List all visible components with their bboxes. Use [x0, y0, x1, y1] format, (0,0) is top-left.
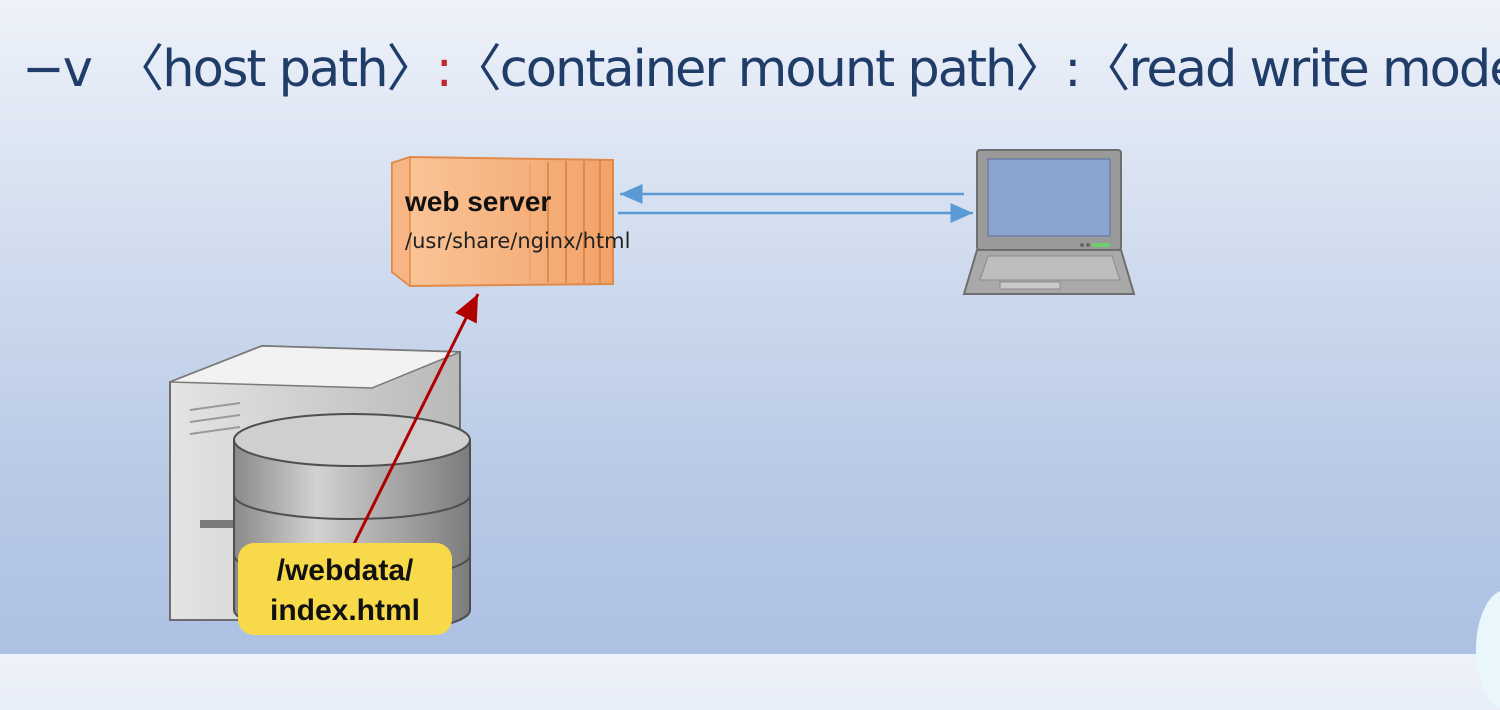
- volume-mount-diagram: [169, 149, 1136, 635]
- host-path-line1: /webdata/: [276, 554, 414, 587]
- title-prefix: −v 〈host path〉: [22, 40, 438, 99]
- container-label: web server: [405, 186, 552, 217]
- title-suffix: 〈read write mode〉: [1079, 40, 1500, 99]
- container-icon: [391, 155, 614, 288]
- title-separator-2: :: [1064, 40, 1081, 99]
- host-path-line2: index.html: [269, 594, 420, 627]
- mount-arrow: [350, 293, 480, 549]
- title-middle: 〈container mount path〉: [450, 40, 1067, 99]
- container-path: /usr/share/nginx/html: [405, 229, 631, 253]
- command-syntax-title: −v 〈host path〉:〈container mount path〉:〈r…: [22, 38, 1500, 102]
- host-path-label: /webdata/ index.html: [238, 543, 452, 635]
- title-separator-1: :: [435, 40, 453, 99]
- laptop-icon: [962, 149, 1136, 295]
